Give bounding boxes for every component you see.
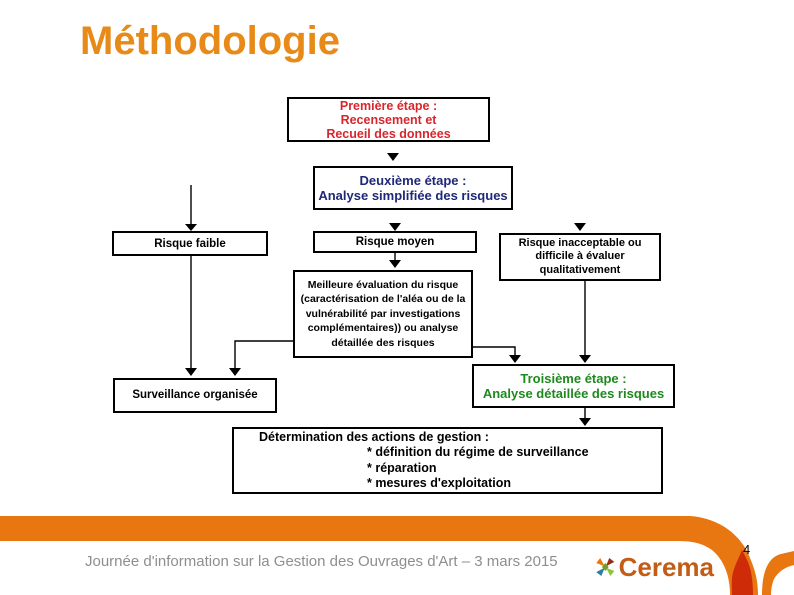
text-line: Recueil des données — [326, 126, 451, 141]
arrow-into-determination — [579, 418, 591, 426]
determination-actions-box: Détermination des actions de gestion : *… — [232, 427, 663, 494]
text-line: Recensement et — [340, 112, 437, 127]
text-line: Risque faible — [154, 237, 226, 250]
cerema-logo-text: Cerema — [618, 551, 714, 582]
text-line: Analyse simplifiée des risques — [318, 188, 508, 203]
meilleure-evaluation-box: Meilleure évaluation du risque (caractéri… — [293, 270, 473, 358]
text-line: Première étape : — [339, 98, 438, 113]
arrow-faible-into-surveillance — [185, 368, 197, 376]
text-line: vulnérabilité par investigations — [305, 307, 461, 320]
text-line: Deuxième étape : — [359, 173, 467, 188]
surveillance-organisee-box: Surveillance organisée — [113, 378, 277, 413]
text-line: Analyse détaillée des risques — [482, 386, 665, 401]
arrow-meilleure-into-troisieme — [509, 355, 521, 363]
text-line: Troisième étape : — [520, 371, 627, 386]
text-line: (caractérisation de l'aléa ou de la — [300, 293, 466, 306]
arrow-premiere-to-deuxieme — [387, 153, 399, 161]
text-line: Meilleure évaluation du risque — [307, 278, 459, 291]
risque-moyen-box: Risque moyen — [313, 231, 477, 253]
arrow-into-meilleure — [389, 260, 401, 268]
arrow-into-risque-inacceptable — [574, 223, 586, 231]
text-line: * mesures d'exploitation — [367, 476, 511, 490]
text-line: * réparation — [367, 460, 437, 475]
arrow-meilleure-into-surveillance — [229, 368, 241, 376]
text-line: détaillée des risques — [331, 336, 435, 349]
bottom-ribbon-graphic — [0, 516, 794, 595]
text-line: qualitativement — [539, 263, 621, 276]
ribbon-right-curve — [762, 551, 794, 595]
text-line: difficile à évaluer — [535, 250, 625, 263]
ribbon-red-drop — [731, 550, 753, 595]
page-number: 4 — [743, 542, 751, 557]
text-line: complémentaires)) ou analyse — [307, 322, 459, 335]
text-line: Risque inacceptable ou — [518, 236, 642, 249]
deuxieme-etape-box: Deuxième étape :Analyse simplifiée des r… — [313, 166, 513, 210]
determination-title: Détermination des actions de gestion : — [259, 429, 489, 444]
ribbon-band-and-waterfall — [0, 516, 758, 595]
slide-title: Méthodologie — [80, 19, 340, 63]
text-line: Risque moyen — [355, 236, 435, 248]
cerema-pinwheel-icon — [596, 557, 615, 577]
arrow-into-risque-moyen — [389, 223, 401, 231]
text-line: Surveillance organisée — [132, 389, 258, 401]
arrow-inacceptable-into-troisieme — [579, 355, 591, 363]
text-line: * définition du régime de surveillance — [367, 445, 589, 459]
arrow-into-risque-faible — [185, 224, 197, 231]
determination-items: * définition du régime de surveillance* … — [367, 445, 589, 492]
troisieme-etape-box: Troisième étape :Analyse détaillée des r… — [472, 364, 675, 408]
risque-faible-box: Risque faible — [112, 231, 268, 256]
cerema-logo: Cerema — [594, 545, 714, 589]
footer-text: Journée d'information sur la Gestion des… — [85, 553, 558, 570]
